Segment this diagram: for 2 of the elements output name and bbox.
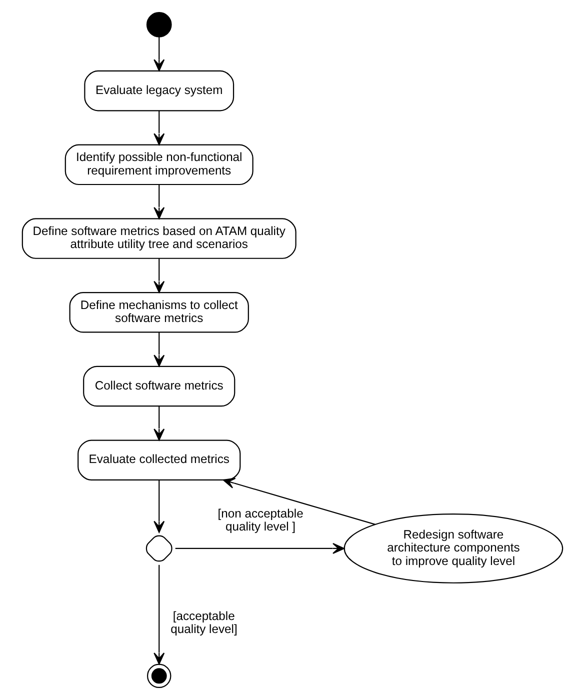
- edge-label: [acceptable quality level]: [170, 609, 237, 636]
- edge-label: [non acceptable quality level ]: [217, 506, 303, 534]
